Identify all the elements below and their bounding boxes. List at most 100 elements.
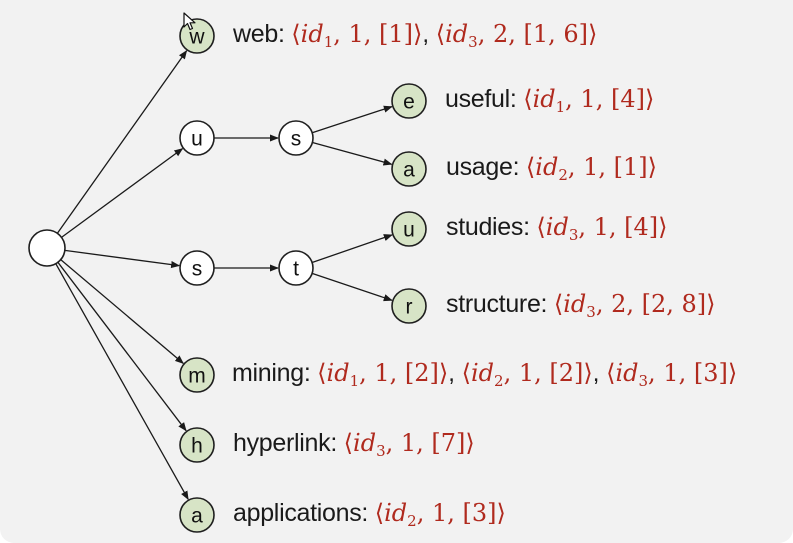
doc-id: id [445, 20, 469, 48]
term-word: mining: [232, 359, 318, 387]
node-circle-u2 [391, 211, 427, 247]
node-circle-root [28, 229, 66, 267]
doc-id-subscript: 3 [468, 33, 478, 51]
edge-root-to-w [56, 49, 188, 234]
edge-root-to-h [57, 261, 187, 432]
edges-group [55, 49, 393, 501]
posting-label-u2: studies: ⟨id3, 1, [4]⟩ [446, 213, 668, 244]
node-letter-m: m [188, 365, 206, 388]
doc-id: id [535, 153, 559, 181]
trie-node-w: w [179, 18, 215, 54]
node-letter-r: r [406, 296, 413, 319]
mouse-cursor-icon [183, 12, 196, 31]
doc-id-subscript: 1 [349, 372, 360, 390]
doc-id-subscript: 3 [568, 226, 579, 244]
node-circle-e [391, 83, 427, 119]
posting-label-w: web: ⟨id1, 1, [1]⟩, ⟨id3, 2, [1, 6]⟩ [233, 20, 598, 51]
posting-separator: , [422, 21, 436, 48]
node-letter-e: e [403, 91, 415, 114]
node-letter-t1: t [293, 258, 299, 281]
edge-s1-to-a1 [312, 141, 393, 166]
posting-tuple: ⟨id2, 1, [2]⟩ [461, 359, 593, 390]
doc-id-subscript: 2 [407, 512, 417, 530]
node-circle-h [179, 427, 215, 463]
trie-node-u2: u [391, 211, 427, 247]
edge-s1-to-e [311, 105, 393, 134]
doc-id: id [563, 290, 587, 318]
posting-tuple: ⟨id2, 1, [3]⟩ [374, 499, 506, 530]
doc-id: id [470, 359, 495, 387]
term-word: useful: [445, 85, 524, 113]
node-circle-m [179, 357, 215, 393]
posting-label-a1: usage: ⟨id2, 1, [1]⟩ [446, 153, 658, 184]
trie-node-e: e [391, 83, 427, 119]
node-circle-u1 [179, 120, 215, 156]
doc-id: id [532, 85, 556, 113]
node-letter-h: h [191, 435, 203, 458]
posting-tuple: ⟨id3, 1, [4]⟩ [536, 213, 668, 244]
doc-id-subscript: 3 [638, 372, 649, 390]
doc-id-subscript: 3 [376, 442, 386, 460]
trie-node-s2: s [179, 250, 215, 286]
posting-tuple: ⟨id2, 1, [1]⟩ [525, 153, 658, 184]
posting-tuple: ⟨id3, 1, [3]⟩ [606, 359, 738, 390]
node-circle-t1 [278, 250, 314, 286]
node-letter-a1: a [403, 159, 415, 182]
node-circle-s2 [179, 250, 215, 286]
node-circle-r [391, 288, 427, 324]
posting-label-r: structure: ⟨id3, 2, [2, 8]⟩ [446, 290, 716, 321]
trie-node-a2: a [179, 497, 215, 533]
node-circle-a1 [391, 151, 427, 187]
posting-tuple: ⟨id3, 2, [2, 8]⟩ [553, 290, 716, 321]
term-word: applications: [233, 499, 375, 527]
posting-tuple: ⟨id3, 1, [7]⟩ [343, 429, 475, 460]
edge-t1-to-r [311, 272, 393, 302]
posting-label-a2: applications: ⟨id2, 1, [3]⟩ [233, 499, 506, 530]
posting-label-m: mining: ⟨id1, 1, [2]⟩, ⟨id2, 1, [2]⟩, ⟨i… [232, 359, 738, 390]
node-letter-w: w [188, 26, 205, 49]
posting-tuple: ⟨id3, 2, [1, 6]⟩ [435, 20, 598, 51]
term-word: hyperlink: [233, 429, 344, 457]
edge-root-to-s2 [64, 249, 181, 269]
node-letter-s2: s [192, 258, 203, 281]
node-circle-a2 [179, 497, 215, 533]
posting-label-e: useful: ⟨id1, 1, [4]⟩ [445, 85, 655, 116]
doc-id: id [545, 213, 569, 241]
edge-root-to-a2 [55, 263, 189, 501]
trie-node-m: m [179, 357, 215, 393]
trie-node-t1: t [278, 250, 314, 286]
posting-tuple: ⟨id1, 1, [4]⟩ [523, 85, 655, 116]
node-letter-u2: u [403, 219, 415, 242]
node-circle-s1 [278, 120, 314, 156]
doc-id: id [326, 359, 350, 387]
trie-node-s1: s [278, 120, 314, 156]
term-word: studies: [446, 213, 537, 241]
posting-tuple: ⟨id1, 1, [1]⟩ [291, 20, 423, 51]
node-letter-s1: s [291, 128, 302, 151]
doc-id-subscript: 2 [494, 372, 504, 390]
trie-node-root [28, 229, 66, 267]
trie-node-u1: u [179, 120, 215, 156]
trie-node-a1: a [391, 151, 427, 187]
doc-id-subscript: 3 [586, 303, 596, 321]
term-word: structure: [446, 290, 554, 318]
term-word: web: [233, 20, 292, 48]
doc-id: id [384, 499, 408, 527]
edge-t1-to-u2 [311, 234, 393, 264]
doc-id: id [300, 20, 324, 48]
term-word: usage: [446, 153, 526, 181]
posting-label-h: hyperlink: ⟨id3, 1, [7]⟩ [233, 429, 475, 460]
doc-id-subscript: 2 [558, 166, 568, 184]
posting-separator: , [592, 360, 607, 387]
doc-id-subscript: 1 [555, 98, 566, 116]
doc-id-subscript: 1 [323, 33, 334, 51]
edge-root-to-m [60, 259, 184, 364]
trie-node-h: h [179, 427, 215, 463]
node-circle-w [179, 18, 215, 54]
nodes-group: u s s t w e a u r m h a [28, 18, 427, 533]
posting-tuple: ⟨id1, 1, [2]⟩ [317, 359, 449, 390]
node-letter-u1: u [191, 128, 203, 151]
doc-id: id [615, 359, 639, 387]
